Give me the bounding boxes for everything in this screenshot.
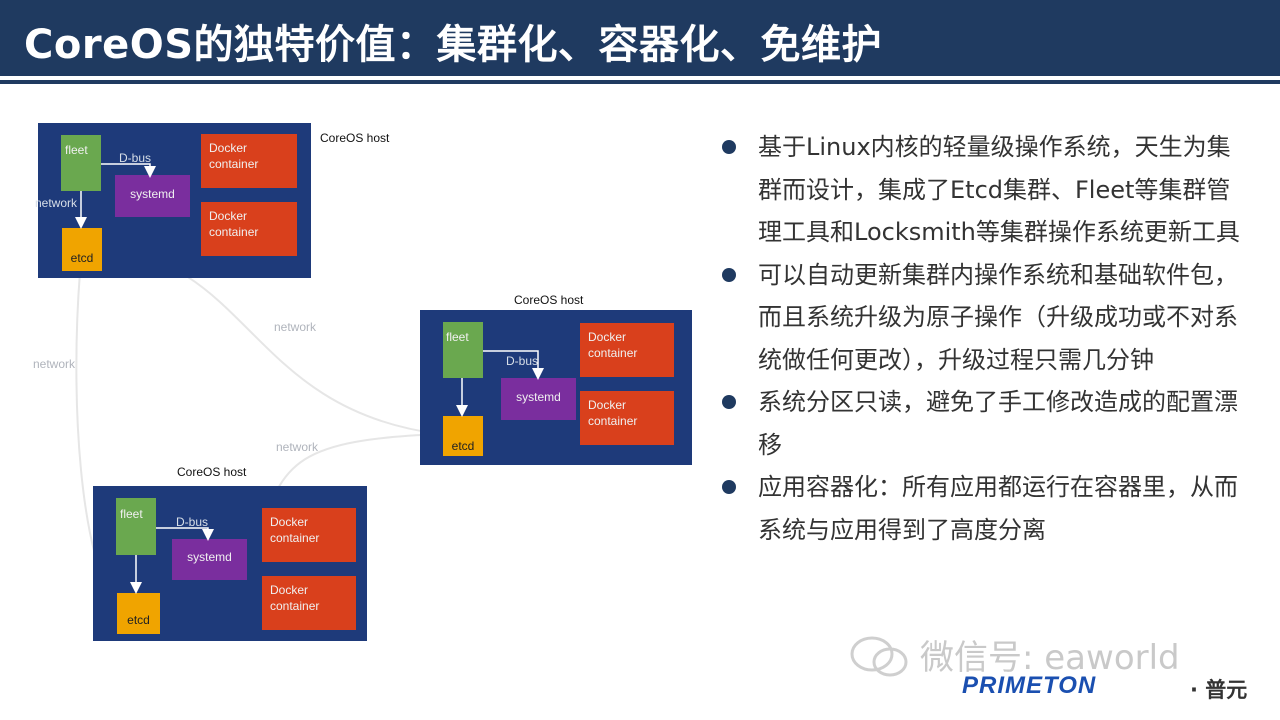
docker-container-3a: Docker container: [262, 508, 356, 562]
network-label-internal-1: network: [35, 196, 78, 210]
network-label-h1-h2: network: [274, 320, 317, 334]
feature-bullet-list: 基于Linux内核的轻量级操作系统，天生为集群而设计，集成了Etcd集群、Fle…: [720, 126, 1240, 551]
systemd-box-1: systemd: [115, 175, 190, 217]
arrow-fleet-systemd-2: [483, 350, 544, 380]
fleet-box-3: fleet: [116, 498, 156, 555]
etcd-box-3: etcd: [117, 593, 160, 634]
wechat-watermark: 微信号: eaworld: [920, 638, 1180, 678]
docker-container-3b: Docker container: [262, 576, 356, 630]
primeton-logo-cn: · 普元: [1190, 678, 1248, 702]
systemd-label-1: systemd: [130, 187, 175, 201]
dbus-label-2: D-bus: [506, 354, 539, 368]
bullet-dot-icon: [722, 140, 736, 154]
docker-container-2b: Docker container: [580, 391, 674, 445]
docker-container-1b: Docker container: [201, 202, 297, 256]
header-divider-light: [0, 77, 1280, 79]
primeton-logo: PRIMETON: [962, 672, 1097, 699]
header-divider-dark: [0, 80, 1280, 84]
bullet-dot-icon: [722, 480, 736, 494]
host-label-2: CoreOS host: [514, 293, 584, 307]
fleet-box-1: fleet: [61, 135, 101, 191]
slide-title: CoreOS的独特价值：集群化、容器化、免维护: [24, 22, 883, 68]
wechat-icon: [850, 636, 908, 677]
docker-container-2a: Docker container: [580, 323, 674, 377]
dbus-label-3: D-bus: [176, 515, 209, 529]
network-label-h1-h3: network: [33, 357, 76, 371]
bullet-item: 可以自动更新集群内操作系统和基础软件包，而且系统升级为原子操作（升级成功或不对系…: [720, 254, 1240, 382]
etcd-box-2: etcd: [443, 416, 483, 456]
arrow-fleet-systemd-3: [156, 527, 214, 541]
fleet-label-1: fleet: [65, 143, 88, 157]
fleet-box-2: fleet: [443, 322, 483, 378]
docker-container-1a: Docker container: [201, 134, 297, 188]
slide-header: CoreOS的独特价值：集群化、容器化、免维护: [0, 0, 1280, 76]
bullet-item: 基于Linux内核的轻量级操作系统，天生为集群而设计，集成了Etcd集群、Fle…: [720, 126, 1240, 254]
bullet-dot-icon: [722, 267, 736, 282]
bullet-item: 系统分区只读，避免了手工修改造成的配置漂移: [720, 381, 1240, 466]
network-label-h2-h3: network: [276, 440, 319, 454]
host-label-3: CoreOS host: [177, 465, 247, 479]
arrow-fleet-systemd-1: [101, 163, 156, 178]
bullet-item: 应用容器化：所有应用都运行在容器里，从而系统与应用得到了高度分离: [720, 466, 1240, 551]
etcd-box-1: etcd: [62, 228, 102, 271]
bullet-dot-icon: [722, 395, 736, 409]
systemd-box-3: systemd: [172, 539, 247, 580]
host-label-1: CoreOS host: [320, 131, 390, 145]
systemd-box-2: systemd: [501, 378, 576, 420]
dbus-label-1: D-bus: [119, 151, 152, 165]
